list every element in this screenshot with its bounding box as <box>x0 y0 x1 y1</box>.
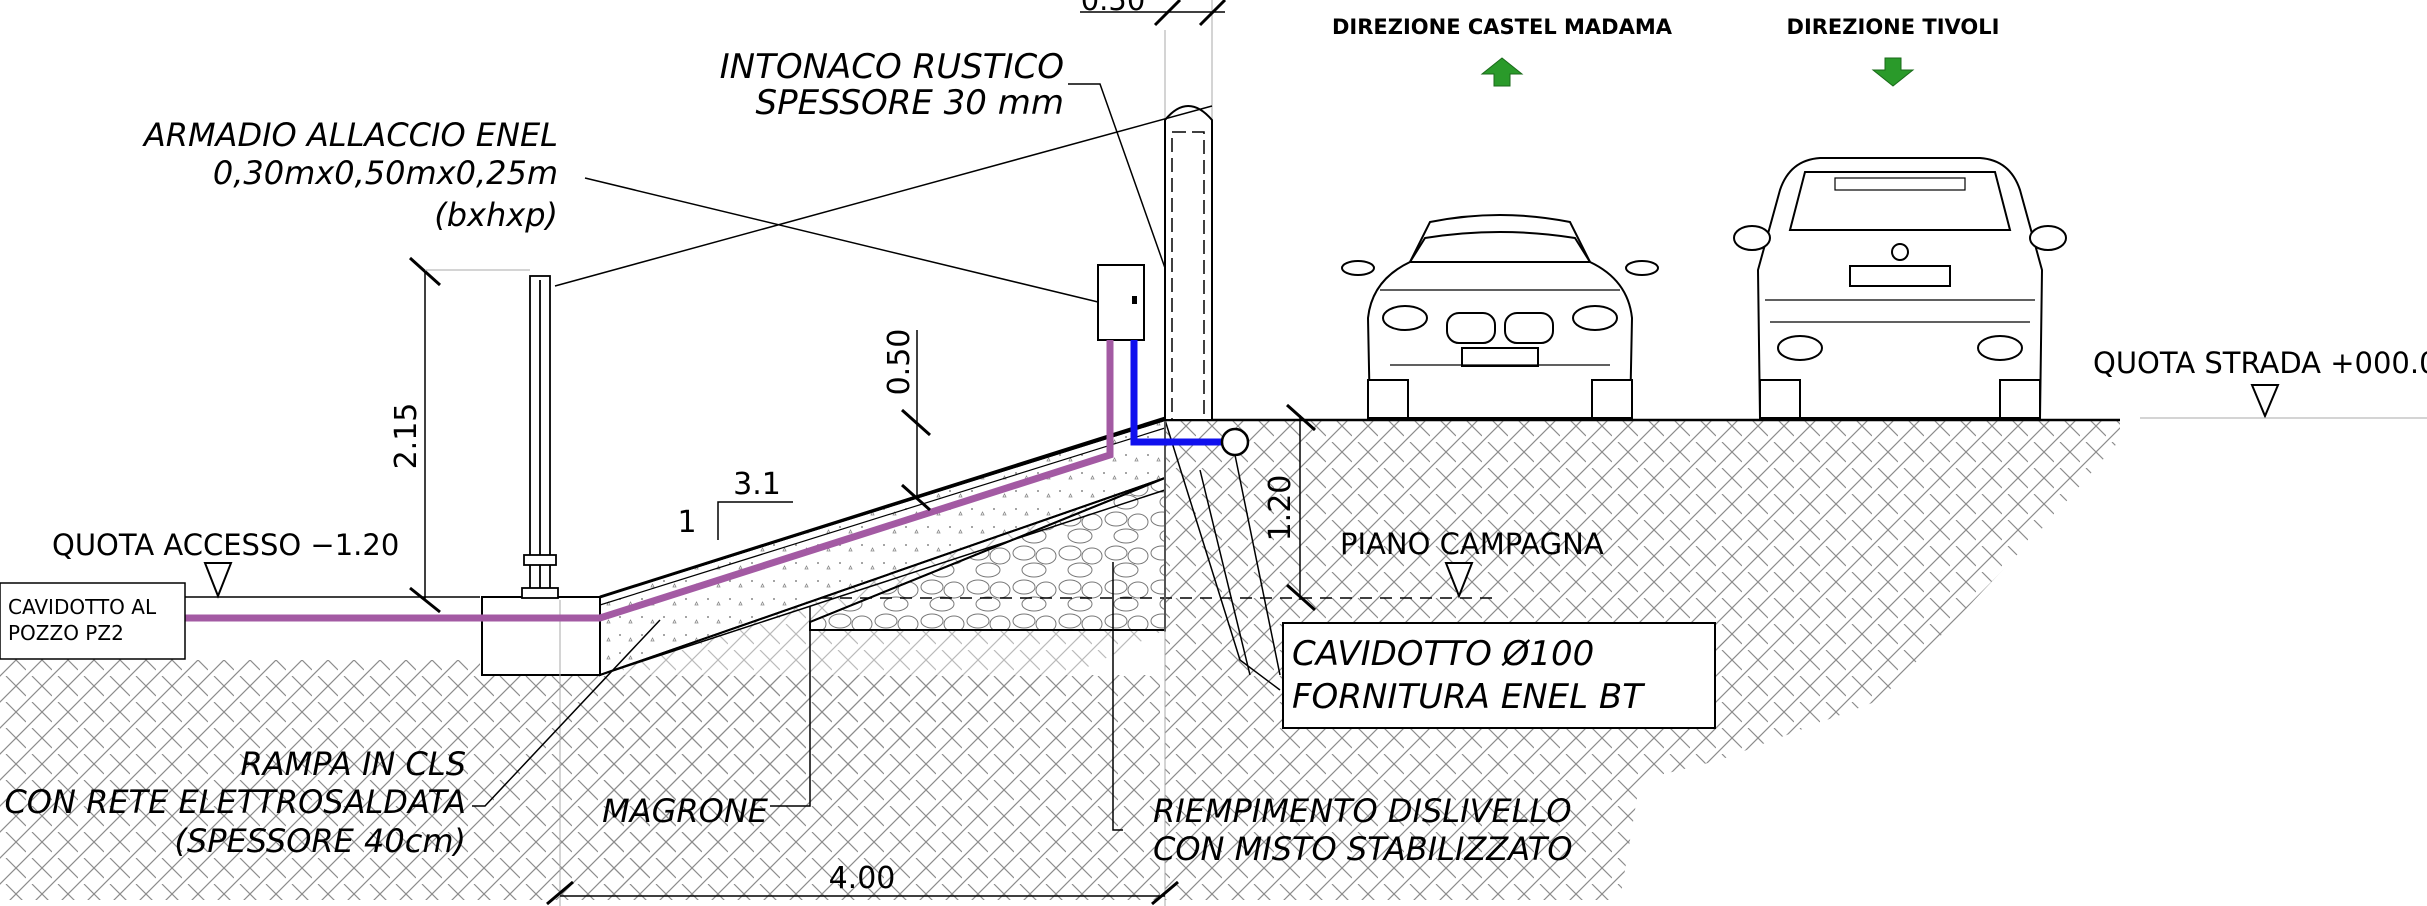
quota-accesso-label: QUOTA ACCESSO −1.20 <box>52 528 399 562</box>
dimension-lines <box>408 0 1316 906</box>
cavidotto-enel-label-1: CAVIDOTTO Ø100 <box>1292 634 1594 674</box>
dim-slope-rise: 1 <box>677 505 696 540</box>
piano-campagna-label: PIANO CAMPAGNA <box>1340 527 1604 561</box>
riempimento-label-2: CON MISTO STABILIZZATO <box>1153 830 1573 868</box>
fence-post <box>521 275 559 599</box>
electric-cable-purple <box>185 340 1114 622</box>
intonaco-label-2: SPESSORE 30 mm <box>755 83 1064 123</box>
level-markers <box>203 384 2427 599</box>
dim-box-offset: 0.50 <box>882 329 917 396</box>
dim-road-drop: 1.20 <box>1263 475 1298 542</box>
intonaco-label-1: INTONACO RUSTICO <box>720 47 1064 87</box>
enel-cable-blue <box>1130 340 1235 446</box>
armadio-label-2: 0,30mx0,50mx0,25m <box>213 154 558 192</box>
leader-lines <box>472 83 1281 831</box>
rampa-label-3: (SPESSORE 40cm) <box>174 822 466 860</box>
direction-arrows <box>1480 57 1915 87</box>
cavidotto-pozzo-label-1: CAVIDOTTO AL <box>8 595 157 619</box>
quota-accesso-marker <box>203 562 233 599</box>
direzione-tivoli-label: DIREZIONE TIVOLI <box>1787 15 2000 39</box>
rampa-label-1: RAMPA IN CLS <box>240 745 466 783</box>
dim-fence-height: 2.15 <box>389 403 424 470</box>
quota-strada-marker <box>2250 384 2280 419</box>
armadio-label-1: ARMADIO ALLACCIO ENEL <box>142 116 558 154</box>
enel-conduit-circle <box>1220 427 1250 457</box>
cavidotto-pozzo-box <box>0 582 186 660</box>
cavidotto-enel-box <box>1282 622 1716 729</box>
concrete-post <box>1164 105 1213 421</box>
magrone-label: MAGRONE <box>602 792 769 830</box>
text-labels: INTONACO RUSTICO SPESSORE 30 mm ARMADIO … <box>4 0 2427 896</box>
cavidotto-enel-label-2: FORNITURA ENEL BT <box>1292 677 1645 717</box>
rampa-label-2: CON RETE ELETTROSALDATA <box>4 783 466 821</box>
direzione-castel-madama-label: DIREZIONE CASTEL MADAMA <box>1332 15 1673 39</box>
arrow-down-icon <box>1871 57 1915 87</box>
arrow-up-icon <box>1480 57 1524 87</box>
cavidotto-pozzo-label-2: POZZO PZ2 <box>8 621 124 645</box>
enel-box <box>1097 264 1145 341</box>
dim-slope-run: 3.1 <box>733 467 781 502</box>
dim-top-partial: 0.50 <box>1081 0 1146 17</box>
dim-ramp-length: 4.00 <box>829 861 896 896</box>
riempimento-label-1: RIEMPIMENTO DISLIVELLO <box>1153 792 1572 830</box>
car-rear-view <box>1733 157 2067 419</box>
armadio-label-3: (bxhxp) <box>434 196 558 234</box>
quota-strada-label: QUOTA STRADA +000.00 <box>2093 346 2427 380</box>
cables <box>185 340 1250 622</box>
piano-campagna-marker <box>1444 562 1474 599</box>
car-front-view <box>1341 214 1659 419</box>
